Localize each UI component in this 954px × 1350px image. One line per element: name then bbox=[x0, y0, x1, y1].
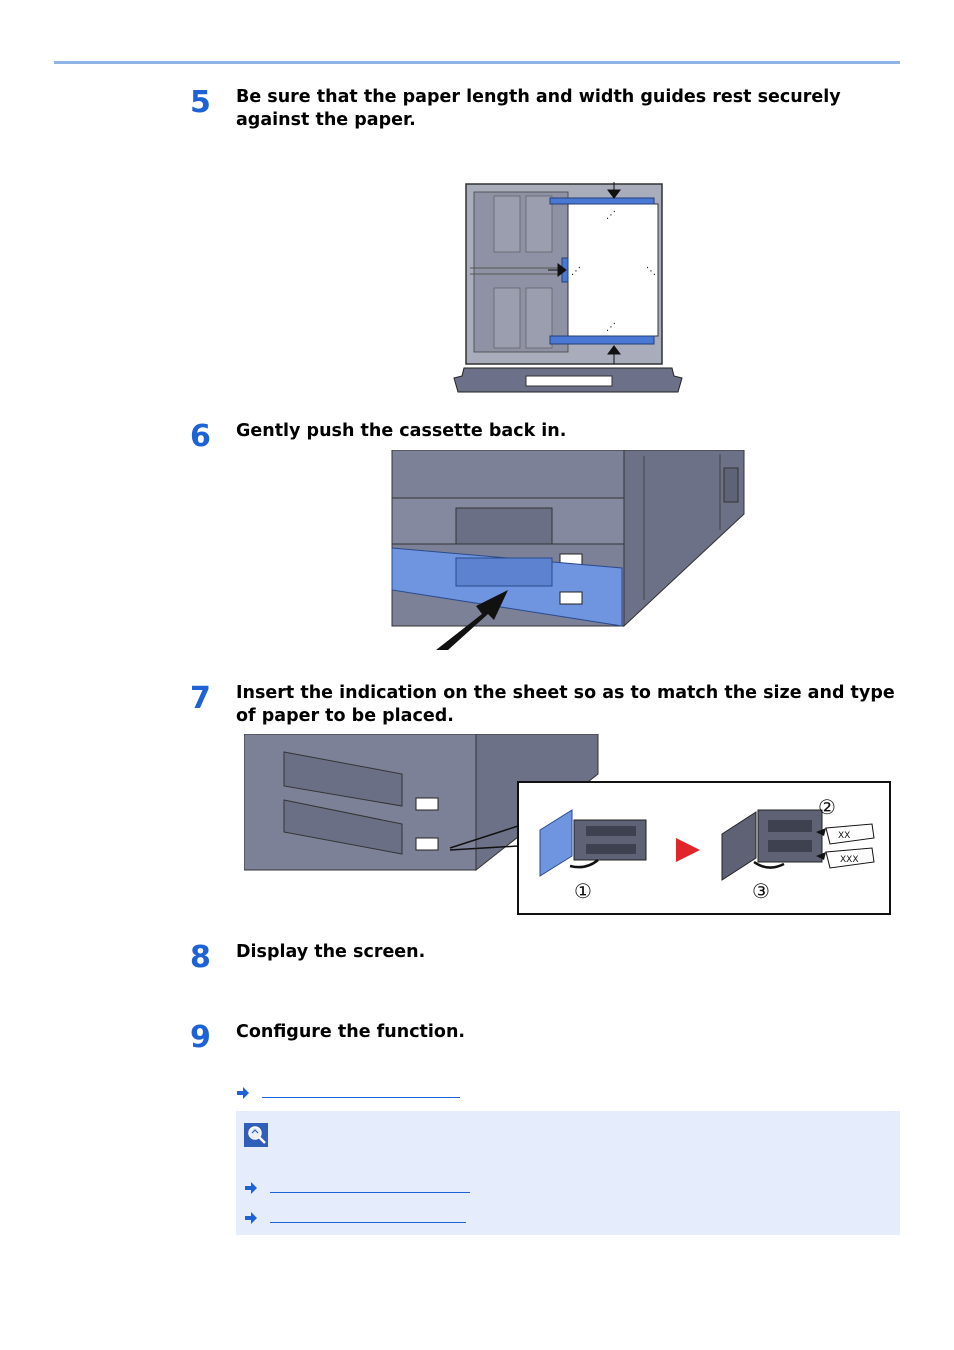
step-text-6: Gently push the cassette back in. bbox=[236, 421, 567, 441]
circle-1-label: ① bbox=[574, 879, 592, 903]
svg-text:⋰: ⋰ bbox=[606, 210, 616, 221]
header-rule bbox=[54, 61, 900, 64]
note-link-1[interactable] bbox=[244, 1179, 470, 1197]
insert-indication-figure: ① XX XXX ② ③ bbox=[244, 734, 891, 915]
push-cassette-figure bbox=[391, 450, 745, 650]
step-number-5: 5 bbox=[190, 85, 211, 120]
step-number-8: 8 bbox=[190, 940, 211, 975]
step-text-7: Insert the indication on the sheet so as… bbox=[236, 683, 895, 726]
note-link-2[interactable] bbox=[244, 1209, 466, 1227]
note-link-2-underline[interactable] bbox=[270, 1221, 466, 1223]
svg-text:⋰: ⋰ bbox=[606, 322, 616, 333]
reference-link-underline[interactable] bbox=[262, 1096, 460, 1098]
cassette-guides-figure: ⋰ ⋰ ⋰ ⋱ bbox=[453, 182, 683, 393]
circle-2-label: ② bbox=[818, 795, 836, 819]
step-text-9: Configure the function. bbox=[236, 1022, 466, 1042]
arrow-right-icon bbox=[237, 1087, 249, 1099]
reference-link[interactable] bbox=[236, 1084, 460, 1102]
step-number-7: 7 bbox=[190, 681, 211, 716]
note-box bbox=[236, 1111, 900, 1235]
step-text-8: Display the screen. bbox=[236, 942, 426, 962]
circle-3-label: ③ bbox=[752, 879, 770, 903]
arrow-right-icon bbox=[245, 1182, 257, 1194]
step-number-9: 9 bbox=[190, 1020, 211, 1055]
note-link-1-underline[interactable] bbox=[270, 1191, 470, 1193]
note-magnifier-icon bbox=[244, 1123, 268, 1147]
card-xx-label: XX bbox=[838, 831, 850, 841]
step-text-5: Be sure that the paper length and width … bbox=[236, 87, 841, 130]
card-xxx-label: XXX bbox=[840, 855, 859, 865]
svg-text:⋰: ⋰ bbox=[571, 266, 581, 277]
arrow-right-icon bbox=[245, 1212, 257, 1224]
svg-text:⋱: ⋱ bbox=[646, 266, 656, 277]
step-number-6: 6 bbox=[190, 419, 211, 454]
